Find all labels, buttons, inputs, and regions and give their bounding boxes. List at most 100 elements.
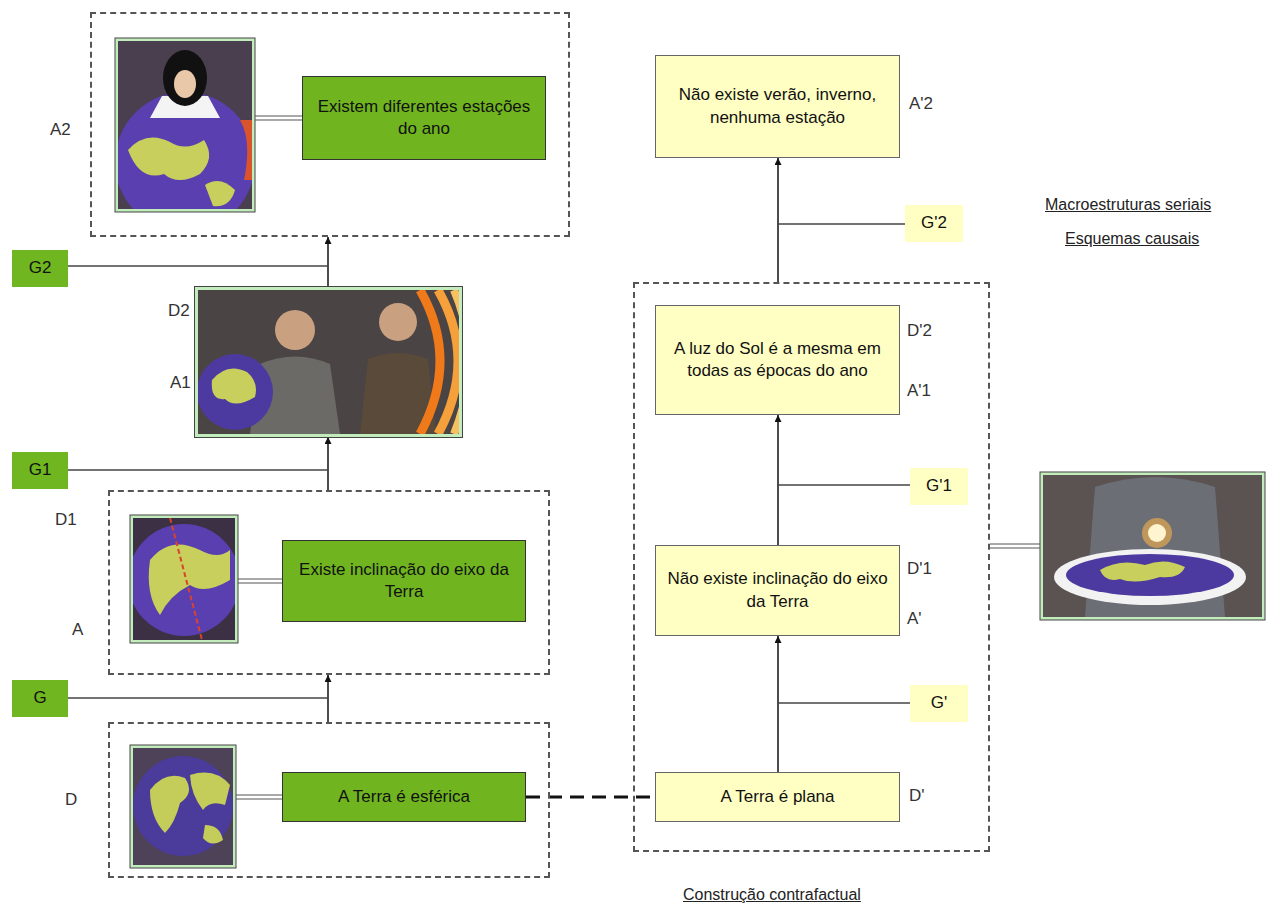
globe <box>198 354 273 430</box>
sun-arc <box>420 290 440 434</box>
counterfactual-box: A Terra é planaD' <box>655 772 900 822</box>
step-label: A <box>72 620 83 640</box>
counterfactual-box: Não existe verão, inverno, nenhuma estaç… <box>655 55 900 158</box>
double-line <box>238 578 282 579</box>
tag-box: G1 <box>12 452 68 489</box>
presenter-head <box>379 303 417 341</box>
causal-arrow <box>777 158 779 282</box>
sun-arc <box>438 290 458 434</box>
box-text: G'2 <box>913 212 955 234</box>
leader-line <box>68 265 328 267</box>
double-line <box>990 543 1040 544</box>
continent <box>212 368 256 403</box>
flat-earth-rim <box>1054 549 1246 605</box>
leader-line <box>778 484 910 486</box>
step-label: D <box>65 790 77 810</box>
continent <box>190 773 230 810</box>
tag-box: G <box>12 680 68 717</box>
group-caption: Construção contrafactual <box>683 885 861 904</box>
box-text: G2 <box>21 257 60 279</box>
side-heading: Macroestruturas seriais <box>1045 196 1211 214</box>
tag-box: G'1 <box>910 468 968 505</box>
tag-box: G2 <box>12 250 68 287</box>
presenters-picture <box>198 290 459 434</box>
figure-face <box>174 70 196 98</box>
step-label: D'2 <box>907 321 932 341</box>
step-label: A'2 <box>909 94 933 114</box>
causal-arrow <box>777 636 779 772</box>
dashed-group: A2Existem diferentes estações do ano <box>90 12 570 237</box>
double-line <box>238 582 282 583</box>
dashed-group: D1AExiste inclinação do eixo da Terra <box>108 490 550 675</box>
causal-arrow <box>327 437 329 490</box>
continent <box>205 181 235 206</box>
sun-glow <box>1142 518 1172 548</box>
tag-box: G' <box>910 685 968 722</box>
concept-box: A Terra é esférica <box>282 772 526 822</box>
picture-box: D2A1 <box>195 287 462 437</box>
step-label: A' <box>907 609 922 629</box>
step-label: D' <box>909 786 925 806</box>
concept-box: Existe inclinação do eixo da Terra <box>282 540 526 622</box>
leader-line <box>778 223 905 225</box>
earth-axis <box>170 518 202 640</box>
flat-earth-picture <box>1043 475 1262 617</box>
box-text: Não existe verão, inverno, nenhuma estaç… <box>656 84 899 128</box>
box-text: A luz do Sol é a mesma em todas as época… <box>656 338 899 382</box>
double-line <box>990 547 1040 548</box>
continent <box>203 825 223 844</box>
causal-arrow <box>327 237 329 287</box>
box-text: A Terra é esférica <box>330 786 478 808</box>
step-label: D'1 <box>907 559 932 579</box>
box-text: G'1 <box>918 475 960 497</box>
double-line <box>236 798 282 799</box>
globe <box>133 756 233 856</box>
globe <box>133 524 235 636</box>
picture-frame <box>1040 472 1265 620</box>
double-lines <box>236 116 1040 799</box>
figure-hair <box>163 50 207 106</box>
dashed-group: Construção contrafactualA luz do Sol é a… <box>633 282 990 852</box>
globe-picture <box>133 748 233 865</box>
leader-lines <box>68 224 910 703</box>
picture-ground <box>133 748 233 865</box>
counterfactual-box: Não existe inclinação do eixo da TerraD'… <box>655 545 900 636</box>
tilted-globe-picture <box>133 518 235 640</box>
box-text: Existe inclinação do eixo da Terra <box>283 559 525 603</box>
picture-frame <box>130 745 236 868</box>
side-heading: Esquemas causais <box>1065 230 1199 248</box>
double-line <box>255 119 302 120</box>
box-text: Não existe inclinação do eixo da Terra <box>656 568 899 612</box>
dashed-group: DA Terra é esférica <box>108 722 550 878</box>
box-text: Existem diferentes estações do ano <box>303 96 545 140</box>
box-text: A Terra é plana <box>712 786 842 808</box>
flat-earth-disc <box>1066 554 1234 596</box>
picture-ground <box>1043 475 1262 617</box>
step-label: D1 <box>55 510 77 530</box>
step-label: A2 <box>50 120 71 140</box>
step-label: A'1 <box>907 381 931 401</box>
continent <box>128 138 209 181</box>
concept-box: Existem diferentes estações do ano <box>302 76 546 160</box>
continent <box>149 544 230 615</box>
counterfactual-box: A luz do Sol é a mesma em todas as época… <box>655 305 900 415</box>
causal-arrow <box>777 415 779 545</box>
sun-arc <box>454 290 459 434</box>
contrast-connector <box>526 796 655 799</box>
box-text: G <box>25 687 54 709</box>
picture-ground <box>198 290 459 434</box>
continent <box>150 776 189 833</box>
leader-line <box>778 702 910 704</box>
step-label: D2 <box>168 301 190 321</box>
double-line <box>236 794 282 795</box>
tag-box: G'2 <box>905 205 963 242</box>
presenter-head <box>275 310 315 350</box>
leader-line <box>68 469 328 471</box>
box-text: G1 <box>21 459 60 481</box>
leader-line <box>68 697 328 699</box>
step-label: A1 <box>170 373 191 393</box>
double-line <box>255 115 302 116</box>
globe-picture <box>118 41 252 209</box>
continent <box>1100 561 1185 581</box>
box-text: G' <box>923 692 955 714</box>
